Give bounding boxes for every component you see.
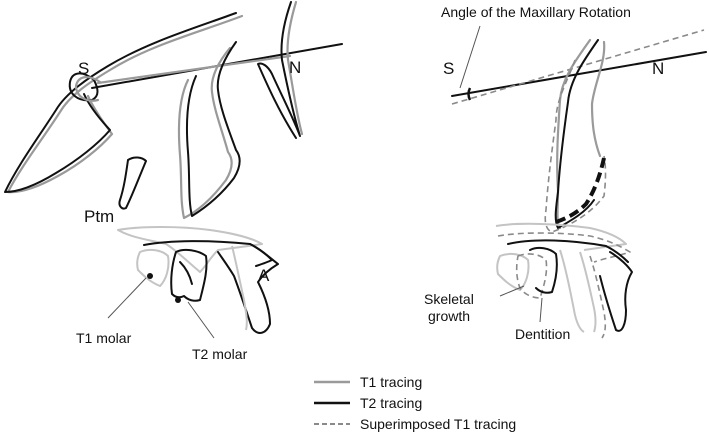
- sn-line-right-t1: [451, 29, 705, 105]
- t2-incisor: [217, 243, 279, 334]
- label-t2-molar: T2 molar: [192, 346, 248, 362]
- sup-maxilla-thick: [555, 157, 606, 224]
- t1-orbit: [177, 46, 233, 220]
- legend-label-t1: T1 tracing: [360, 374, 422, 390]
- t1-ramus-right: [559, 249, 585, 333]
- sn-line-left-t1: [96, 54, 292, 85]
- legend-label-t2: T2 tracing: [360, 395, 422, 411]
- legend: T1 tracing T2 tracing Superimposed T1 tr…: [314, 374, 516, 432]
- t2-sella: [68, 72, 99, 102]
- skeletal-growth-pointer: [499, 285, 525, 297]
- right-panel: Angle of the Maxillary Rotation S N Skel…: [424, 4, 707, 342]
- t1-frontal-right: [556, 38, 592, 230]
- t2-nasion: [257, 1, 301, 139]
- t1-maxilla: [117, 226, 263, 273]
- legend-label-superimposed: Superimposed T1 tracing: [360, 416, 516, 432]
- t2-molar-dot: [175, 297, 181, 303]
- t2-molar-root: [179, 261, 193, 285]
- label-ptm: Ptm: [84, 207, 114, 226]
- dentition-pointer: [539, 297, 543, 323]
- t2-molar-right: [529, 246, 558, 294]
- t1-incisor: [231, 245, 248, 331]
- t1-molar-right: [496, 252, 530, 291]
- sup-frontal-right: [544, 59, 607, 233]
- t1-molar-dot: [147, 273, 153, 279]
- label-s-left: S: [78, 59, 89, 78]
- angle-arc: [467, 87, 472, 101]
- t2-palate-right: [507, 239, 629, 263]
- t1-nasion: [286, 0, 304, 136]
- t1-molar: [136, 248, 170, 287]
- label-n-right: N: [652, 59, 664, 78]
- t2-incisor-right: [599, 251, 633, 332]
- t2-molar: [170, 248, 208, 302]
- label-dentition: Dentition: [515, 326, 570, 342]
- label-a: A: [258, 266, 270, 285]
- t2-frontal-right: [554, 39, 599, 229]
- t1-sella: [74, 76, 102, 102]
- t1-incisor-right: [579, 251, 597, 333]
- t1-frontal-right-b: [590, 40, 606, 158]
- label-s-right: S: [443, 59, 454, 78]
- t2-molar-pointer: [187, 301, 215, 339]
- t2-orbit: [185, 41, 241, 217]
- label-angle: Angle of the Maxillary Rotation: [441, 4, 631, 20]
- sn-line-right: [451, 51, 707, 97]
- sup-molar-right: [515, 253, 548, 299]
- label-t1-molar: T1 molar: [76, 330, 132, 346]
- label-growth: growth: [428, 308, 470, 324]
- t1-cranial-base: [6, 14, 244, 194]
- label-n-left: N: [289, 58, 301, 77]
- t1-molar-pointer: [107, 277, 147, 319]
- label-skeletal: Skeletal: [424, 291, 474, 307]
- ptm-fissure: [118, 156, 147, 210]
- angle-pointer: [459, 25, 481, 89]
- t2-cranial-base: [4, 12, 237, 193]
- sup-maxilla-right: [497, 232, 631, 263]
- left-panel: S N Ptm A T1 molar T2 molar: [4, 0, 343, 362]
